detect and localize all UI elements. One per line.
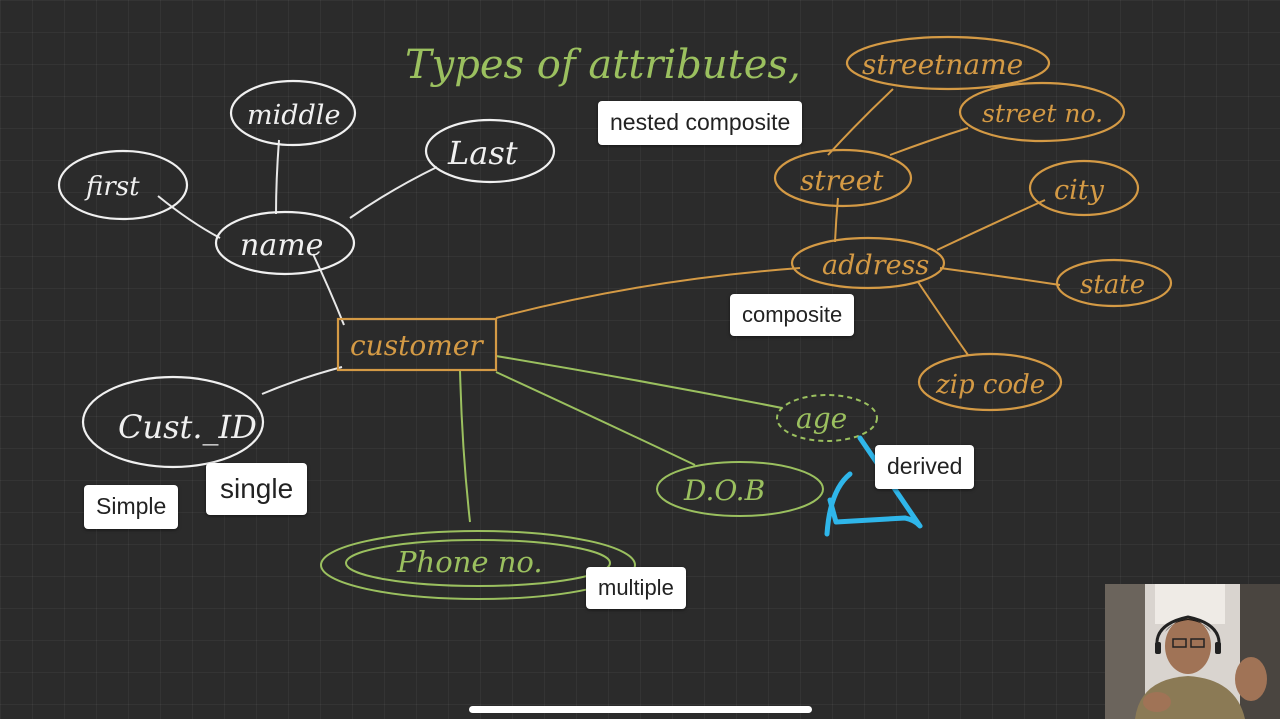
composite-label: composite (730, 294, 855, 337)
diagram-title: Types of attributes, (405, 42, 801, 88)
city-label: city (1054, 175, 1105, 206)
streetname-node (845, 35, 1051, 91)
age-label: age (796, 402, 847, 435)
address-node (790, 236, 946, 290)
name-node (214, 210, 356, 276)
first-label: first (84, 172, 140, 202)
address-connectors (495, 88, 1061, 356)
zipcode-label: zip code (935, 370, 1045, 400)
middle-node (229, 79, 357, 147)
blue-annotation-stroke (824, 435, 923, 537)
multiple-label: multiple (586, 567, 686, 610)
last-label: Last (447, 134, 518, 172)
street-label: street (800, 164, 884, 197)
zipcode-node (917, 352, 1063, 412)
simple-label: Simple (84, 485, 179, 529)
age-node (776, 394, 878, 442)
phone-inner-ellipse (345, 539, 611, 587)
derived-label: derived (875, 445, 975, 489)
single-label: single (206, 463, 308, 515)
presenter-video (1105, 584, 1280, 719)
street-node (773, 148, 913, 208)
name-connectors (157, 139, 438, 326)
cust-id-node (81, 375, 265, 469)
cust-id-label: Cust._ID (118, 408, 257, 446)
name-label: name (240, 228, 323, 263)
streetno-node (958, 81, 1126, 143)
nested-composite-label: nested composite (598, 101, 803, 145)
customer-entity (336, 317, 498, 372)
home-indicator-bar[interactable] (469, 706, 812, 713)
dob-node (656, 461, 824, 517)
streetno-label: street no. (982, 99, 1103, 128)
address-label: address (822, 250, 929, 281)
cust-id-connector (261, 366, 343, 395)
phone-label: Phone no. (396, 545, 543, 579)
city-node (1028, 159, 1140, 217)
green-connectors (459, 355, 783, 523)
dob-label: D.O.B (683, 474, 765, 507)
customer-label: customer (350, 329, 484, 362)
first-node (57, 149, 189, 221)
state-label: state (1080, 270, 1145, 300)
last-node (424, 118, 556, 184)
middle-label: middle (247, 100, 340, 131)
state-node (1055, 258, 1173, 308)
streetname-label: streetname (862, 48, 1023, 81)
phone-outer-ellipse (320, 530, 636, 600)
